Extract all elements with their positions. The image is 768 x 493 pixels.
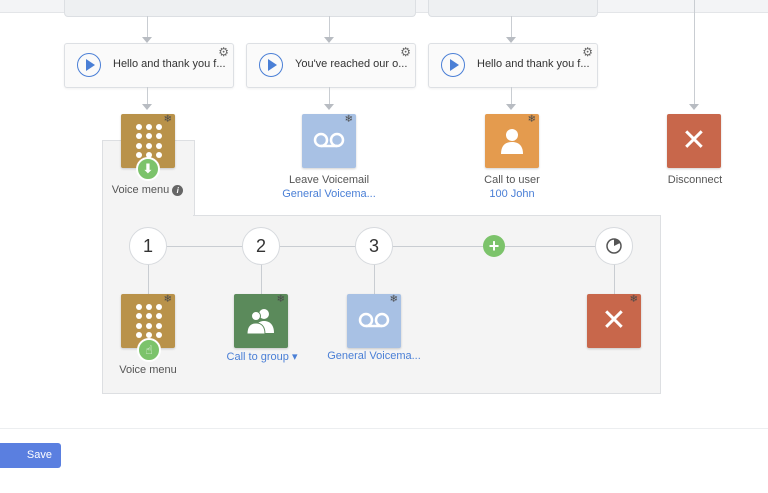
chevron-down-icon: ▾ (291, 351, 298, 363)
audio-prompt-2[interactable]: You've reached our o... ⚙ (246, 43, 416, 88)
snowflake-icon: ❄ (276, 294, 285, 305)
expand-down-icon[interactable]: ⬇ (136, 157, 160, 181)
snowflake-icon: ❄ (344, 114, 353, 125)
gear-icon[interactable]: ⚙ (218, 45, 229, 59)
timeout-option[interactable] (595, 227, 633, 265)
group-icon (246, 309, 274, 335)
option-1-label: Voice menu (119, 364, 177, 376)
keypad-icon (136, 124, 162, 158)
voicemail-icon (358, 312, 390, 328)
disconnect-node[interactable]: ✕ (667, 114, 721, 168)
option-3-voicemail-link[interactable]: General Voicema... (327, 350, 421, 362)
gear-icon[interactable]: ⚙ (400, 45, 411, 59)
prompt-text: Hello and thank you f... (477, 58, 590, 70)
info-icon[interactable]: i (172, 184, 184, 196)
disconnect-label: Disconnect (667, 174, 723, 186)
snowflake-icon: ❄ (163, 294, 172, 305)
play-icon[interactable] (441, 53, 465, 77)
option-2-call-to-group-dropdown[interactable]: Call to group ▾ (226, 351, 298, 363)
voicemail-icon (313, 132, 345, 148)
menu-option-2-key[interactable]: 2 (242, 227, 280, 265)
option-2-call-group-node[interactable]: ❄ (234, 294, 288, 348)
snowflake-icon: ❄ (629, 294, 638, 305)
audio-prompt-1[interactable]: Hello and thank you f... ⚙ (64, 43, 234, 88)
timeout-disconnect-node[interactable]: ✕ ❄ (587, 294, 641, 348)
menu-option-3-key[interactable]: 3 (355, 227, 393, 265)
user-target-link[interactable]: 100 John (489, 188, 535, 200)
voicemail-target-link[interactable]: General Voicema... (282, 188, 376, 200)
add-option-icon[interactable]: + (483, 235, 505, 257)
snowflake-icon: ❄ (163, 114, 172, 125)
prompt-text: You've reached our o... (295, 58, 408, 70)
close-icon: ✕ (681, 124, 707, 157)
menu-option-1-key[interactable]: 1 (129, 227, 167, 265)
parent-node-stub (64, 0, 416, 17)
option-3-voicemail-node[interactable]: ❄ (347, 294, 401, 348)
user-icon (501, 129, 523, 154)
cursor-icon[interactable]: ☝ (137, 338, 161, 362)
leave-voicemail-label: Leave Voicemail (288, 174, 370, 186)
play-icon[interactable] (259, 53, 283, 77)
gear-icon[interactable]: ⚙ (582, 45, 593, 59)
snowflake-icon: ❄ (527, 114, 536, 125)
timer-icon (606, 238, 622, 254)
keypad-icon (136, 304, 162, 338)
play-icon[interactable] (77, 53, 101, 77)
call-to-user-label: Call to user (484, 174, 540, 186)
snowflake-icon: ❄ (389, 294, 398, 305)
close-icon: ✕ (601, 304, 627, 337)
call-to-user-node[interactable]: ❄ (485, 114, 539, 168)
save-changes-button[interactable]: Save changes (0, 443, 61, 486)
audio-prompt-3[interactable]: Hello and thank you f... ⚙ (428, 43, 598, 88)
parent-node-stub (428, 0, 598, 17)
leave-voicemail-node[interactable]: ❄ (302, 114, 356, 168)
prompt-text: Hello and thank you f... (113, 58, 226, 70)
